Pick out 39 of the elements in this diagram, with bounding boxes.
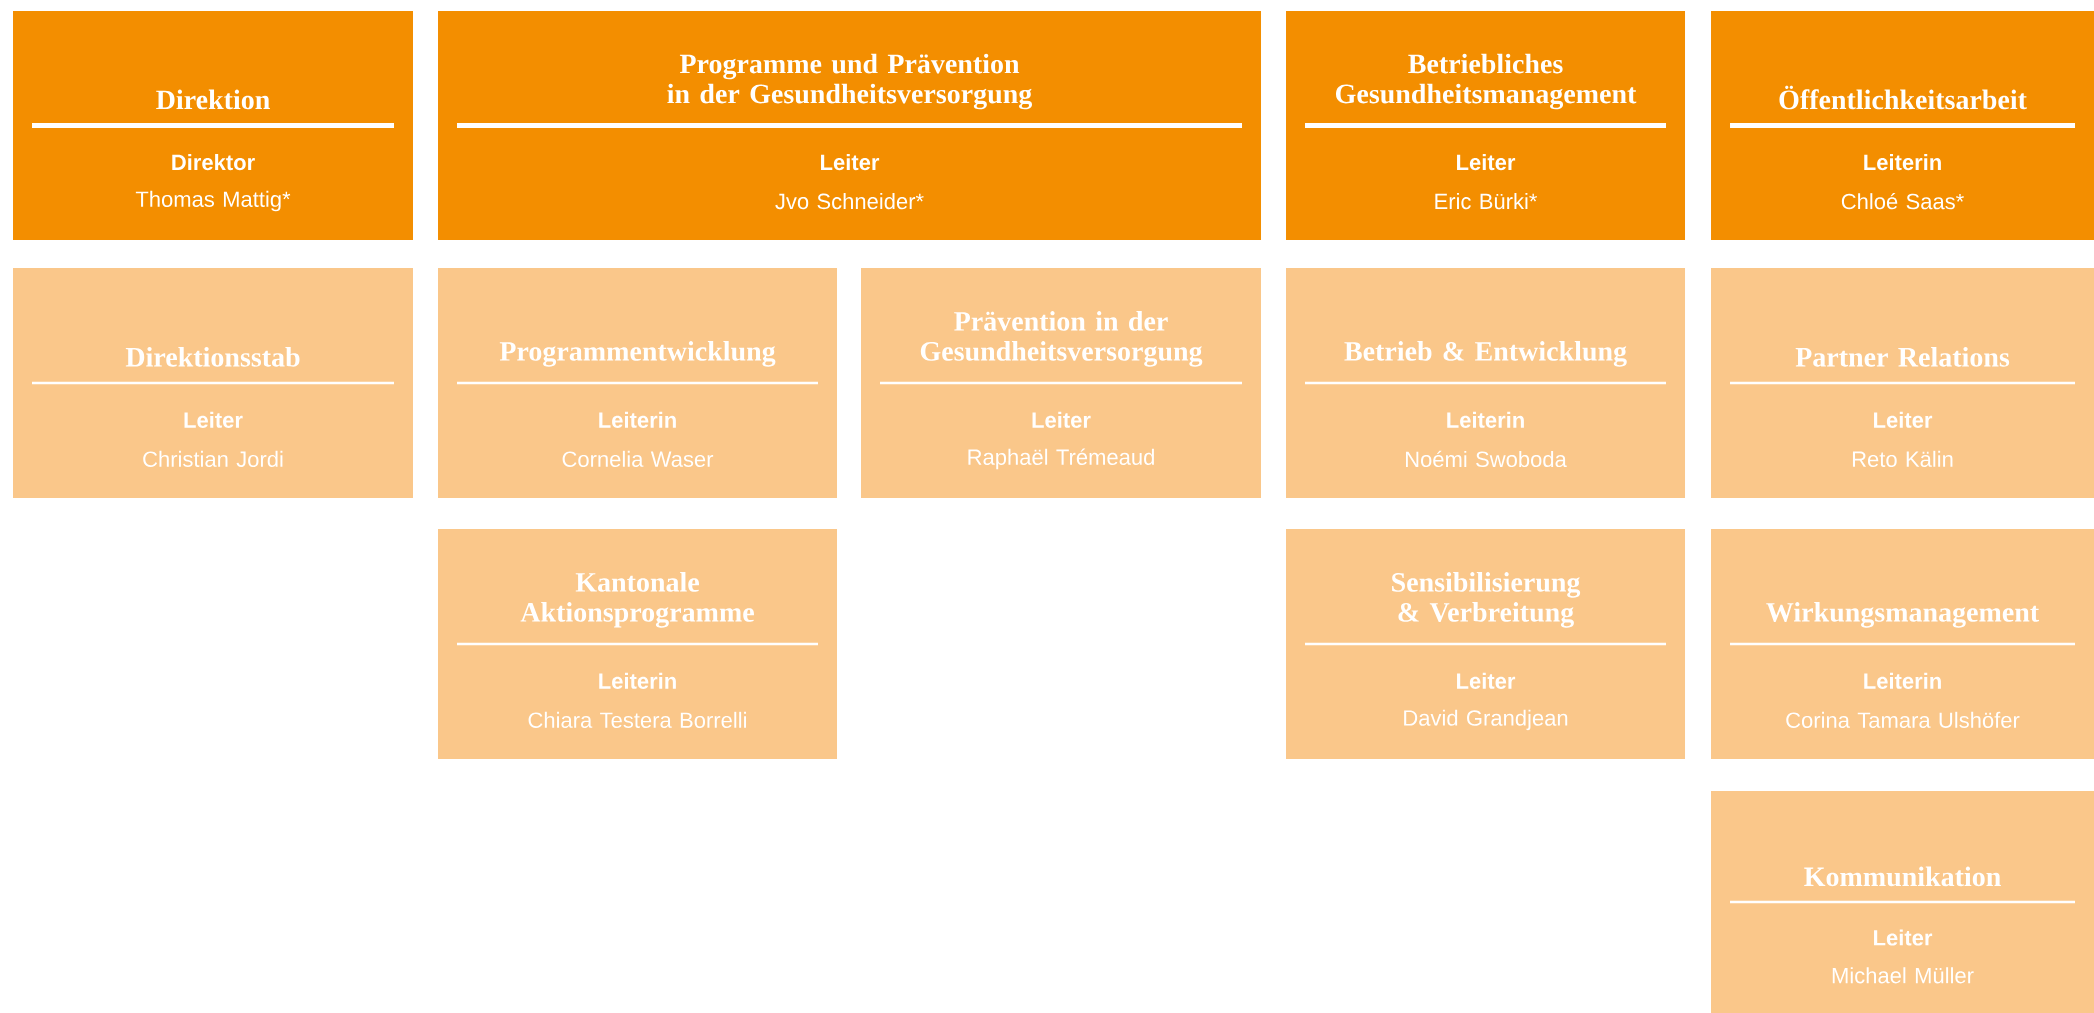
person-name: David Grandjean bbox=[1404, 709, 1568, 731]
person-name: Chiara Testera Borrelli bbox=[528, 711, 746, 728]
person-name: Raphaël Trémeaud bbox=[968, 448, 1154, 470]
person-name: Michael Müller bbox=[1832, 967, 1974, 984]
person-name: Chloé Saas* bbox=[1841, 192, 1964, 210]
person-name: Corina Tamara Ulshöfer bbox=[1786, 711, 2020, 728]
role-label: Leiter bbox=[1874, 411, 1933, 428]
unit-title: Kantonale Aktionsprogramme bbox=[520, 572, 754, 628]
unit-title: Direktionsstab bbox=[125, 347, 300, 367]
unit-title: Sensibilisierung & Verbreitung bbox=[1392, 572, 1581, 628]
unit-title: Kommunikation bbox=[1804, 866, 2001, 887]
unit-title: Programme und Prävention in der Gesundheitsversorgung bbox=[667, 53, 1032, 110]
person-name: Reto Kälin bbox=[1852, 450, 1953, 467]
person-name: Noémi Swoboda bbox=[1406, 450, 1567, 468]
role-label: Leiter bbox=[1457, 672, 1516, 689]
person-name: Jvo Schneider* bbox=[775, 193, 924, 210]
person-name: Eric Bürki* bbox=[1435, 193, 1538, 210]
role-label: Leiter bbox=[184, 411, 243, 428]
role-label: Leiterin bbox=[1447, 411, 1524, 428]
unit-title: Programmentwicklung bbox=[499, 341, 776, 367]
unit-title: Betriebliches Gesundheitsmanagement bbox=[1336, 53, 1637, 110]
unit-title: Direktion bbox=[156, 89, 270, 110]
role-label: Leiter bbox=[821, 154, 880, 171]
role-label: Leiter bbox=[1032, 411, 1091, 428]
person-name: Christian Jordi bbox=[143, 450, 283, 467]
person-name: Thomas Mattig* bbox=[135, 190, 291, 212]
unit-title: Betrieb & Entwicklung bbox=[1344, 341, 1627, 367]
role-label: Leiter bbox=[1874, 929, 1933, 946]
person-name: Cornelia Waser bbox=[562, 450, 714, 467]
role-label: Leiterin bbox=[1864, 154, 1941, 171]
role-label: Leiter bbox=[1457, 154, 1516, 171]
unit-title: Wirkungsmanagement bbox=[1766, 602, 2040, 628]
role-label: Leiterin bbox=[1864, 672, 1941, 689]
role-label: Direktor bbox=[172, 154, 255, 171]
unit-title: Prävention in der Gesundheitsversorgung bbox=[920, 311, 1203, 367]
role-label: Leiterin bbox=[599, 672, 676, 689]
unit-title: Partner Relations bbox=[1795, 347, 2010, 367]
unit-title: Öffentlichkeitsarbeit bbox=[1779, 85, 2027, 110]
role-label: Leiterin bbox=[599, 411, 676, 428]
